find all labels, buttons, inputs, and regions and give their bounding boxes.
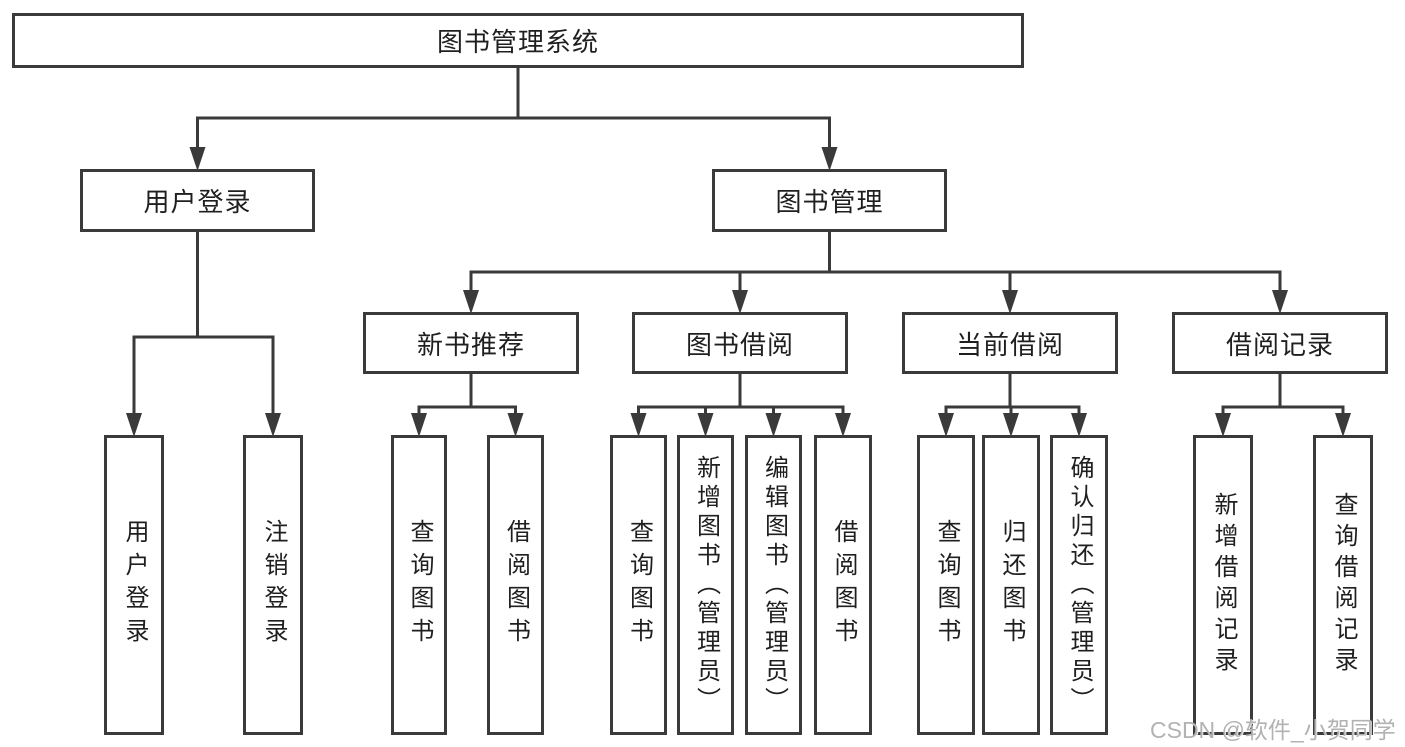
- box-label-borrow-records: 借阅记录: [1225, 329, 1334, 360]
- box-label-bb-edit-book: 编辑图书（管理员）: [760, 454, 788, 716]
- box-br-add-record: 新增借阅记录: [1193, 435, 1253, 735]
- box-new-book-rec: 新书推荐: [363, 312, 579, 374]
- box-cb-return-book: 归还图书: [982, 435, 1040, 735]
- box-label-login-user: 用户登录: [121, 519, 148, 651]
- box-label-rec-borrow-book: 借阅图书: [502, 519, 530, 651]
- box-label-bb-add-book: 新增图书（管理员）: [692, 454, 720, 716]
- box-label-cb-query-book: 查询图书: [933, 519, 960, 651]
- box-bb-borrow-book: 借阅图书: [814, 435, 872, 735]
- box-label-cb-return-book: 归还图书: [998, 519, 1025, 651]
- box-label-current-borrow: 当前借阅: [955, 329, 1064, 360]
- box-label-cb-confirm-return: 确认归还（管理员）: [1066, 454, 1093, 716]
- box-cb-confirm-return: 确认归还（管理员）: [1050, 435, 1108, 735]
- box-root: 图书管理系统: [12, 13, 1024, 68]
- box-current-borrow: 当前借阅: [902, 312, 1118, 374]
- box-book-borrow: 图书借阅: [632, 312, 848, 374]
- box-borrow-records: 借阅记录: [1172, 312, 1388, 374]
- box-user-login: 用户登录: [80, 169, 315, 232]
- box-rec-query-book: 查询图书: [391, 435, 447, 735]
- box-label-rec-query-book: 查询图书: [406, 519, 433, 651]
- box-cb-query-book: 查询图书: [917, 435, 975, 735]
- box-label-new-book-rec: 新书推荐: [416, 329, 525, 360]
- box-label-br-add-record: 新增借阅记录: [1210, 492, 1237, 678]
- box-book-mgmt: 图书管理: [712, 169, 947, 232]
- box-bb-add-book: 新增图书（管理员）: [677, 435, 734, 735]
- box-logout: 注销登录: [243, 435, 303, 735]
- box-br-query-record: 查询借阅记录: [1313, 435, 1373, 735]
- box-bb-query-book: 查询图书: [610, 435, 667, 735]
- box-label-logout: 注销登录: [260, 519, 287, 651]
- box-label-bb-query-book: 查询图书: [625, 519, 653, 651]
- box-bb-edit-book: 编辑图书（管理员）: [745, 435, 802, 735]
- box-rec-borrow-book: 借阅图书: [487, 435, 544, 735]
- box-label-book-borrow: 图书借阅: [685, 329, 794, 360]
- box-label-bb-borrow-book: 借阅图书: [830, 519, 857, 651]
- box-label-book-mgmt: 图书管理: [775, 187, 884, 217]
- box-label-br-query-record: 查询借阅记录: [1330, 492, 1357, 678]
- box-label-user-login: 用户登录: [143, 187, 252, 217]
- watermark: CSDN @软件_小贺同学: [1150, 717, 1396, 743]
- box-login-user: 用户登录: [104, 435, 164, 735]
- box-label-root: 图书管理系统: [436, 27, 599, 57]
